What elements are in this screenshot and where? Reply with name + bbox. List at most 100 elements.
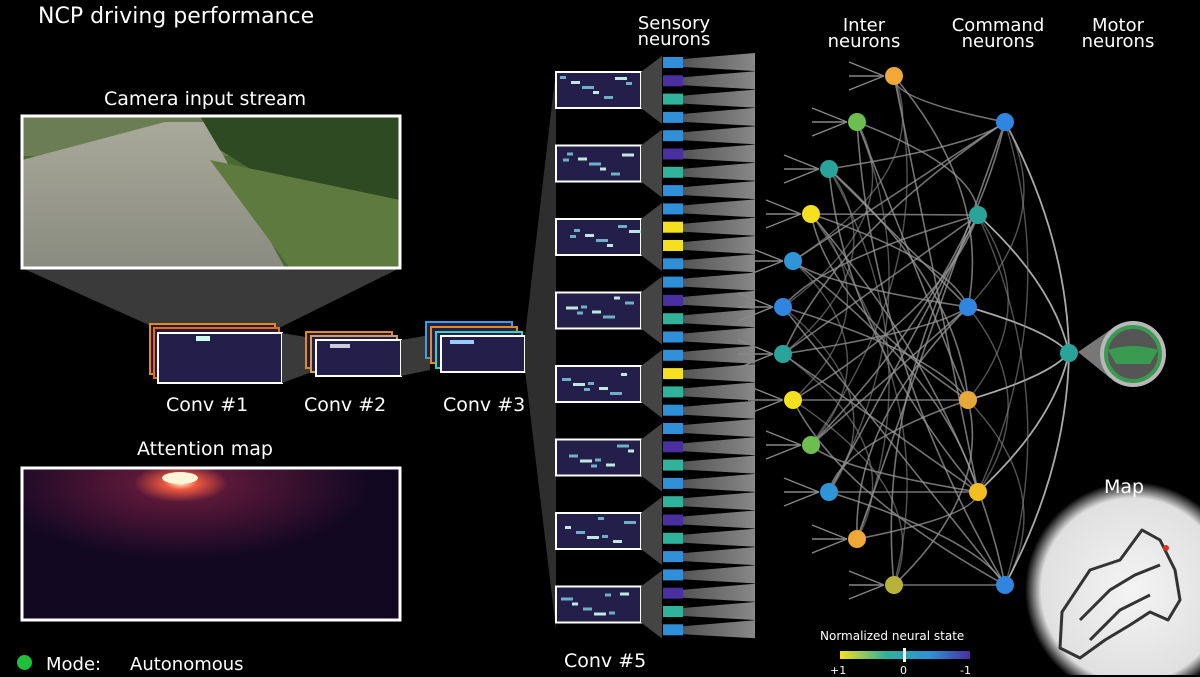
synapse bbox=[784, 155, 819, 169]
synapse bbox=[849, 571, 884, 585]
sensory-neuron bbox=[663, 112, 683, 123]
sensory-neuron bbox=[663, 130, 683, 141]
sensory-projection bbox=[683, 382, 755, 400]
inter-neuron bbox=[774, 345, 792, 363]
sensory-projection bbox=[683, 401, 755, 419]
inter-header: Inter neurons bbox=[826, 18, 902, 50]
synapse bbox=[894, 76, 978, 492]
synapse bbox=[766, 200, 801, 214]
synapse bbox=[968, 353, 1069, 400]
inter-neuron bbox=[885, 67, 903, 85]
colorbar bbox=[840, 648, 970, 662]
sensory-neuron bbox=[663, 606, 683, 617]
conv5-funnel bbox=[641, 277, 662, 345]
mode-label: Mode: bbox=[46, 654, 101, 675]
command-neuron bbox=[969, 206, 987, 224]
sensory-projection bbox=[683, 71, 755, 89]
sensory-projection bbox=[683, 437, 755, 455]
sensory-neuron bbox=[663, 75, 683, 86]
camera-label: Camera input stream bbox=[104, 88, 306, 110]
inter-neuron bbox=[820, 160, 838, 178]
sensory-projection bbox=[683, 108, 755, 126]
sensory-neuron bbox=[663, 533, 683, 544]
conv2-stack bbox=[306, 332, 401, 376]
synapse bbox=[849, 76, 884, 90]
sensory-projection bbox=[683, 529, 755, 547]
sensory-neuron bbox=[663, 185, 683, 196]
inter-neuron bbox=[784, 252, 802, 270]
command-neuron bbox=[996, 113, 1014, 131]
sensory-projection bbox=[683, 181, 755, 199]
sensory-neuron bbox=[663, 350, 683, 361]
map-label: Map bbox=[1104, 476, 1144, 498]
conv3-stack bbox=[426, 322, 525, 372]
conv1-label: Conv #1 bbox=[166, 394, 248, 416]
sensory-projection bbox=[683, 163, 755, 181]
synapse bbox=[812, 122, 847, 136]
conv5-funnel bbox=[641, 130, 662, 198]
colorbar-tick-zero: 0 bbox=[900, 664, 907, 677]
synapse bbox=[766, 445, 801, 459]
sensory-neuron bbox=[663, 368, 683, 379]
inter-neuron bbox=[802, 205, 820, 223]
sensory-projection bbox=[683, 364, 755, 382]
synapse bbox=[849, 62, 884, 76]
sensory-neuron bbox=[663, 313, 683, 324]
sensory-neuron bbox=[663, 277, 683, 288]
sensory-projection bbox=[683, 620, 755, 638]
synapse bbox=[812, 525, 847, 539]
inter-neuron bbox=[774, 298, 792, 316]
synapse bbox=[766, 431, 801, 445]
inter-neuron bbox=[784, 391, 802, 409]
sensory-projection bbox=[683, 126, 755, 144]
sensory-neuron bbox=[663, 405, 683, 416]
sensory-neuron bbox=[663, 149, 683, 160]
conv5-funnel bbox=[641, 424, 662, 492]
synapse bbox=[811, 214, 978, 215]
motor-neuron bbox=[1060, 344, 1078, 362]
sensory-neuron bbox=[663, 258, 683, 269]
mode-value: Autonomous bbox=[130, 654, 244, 675]
sensory-projection bbox=[683, 273, 755, 291]
conv5-map bbox=[556, 219, 641, 255]
track-map bbox=[1025, 482, 1200, 675]
sensory-projection bbox=[683, 474, 755, 492]
colorbar-tick-plus: +1 bbox=[830, 664, 846, 677]
sensory-neuron bbox=[663, 423, 683, 434]
synapse bbox=[849, 585, 884, 599]
synapse bbox=[812, 539, 847, 553]
command-header: Command neurons bbox=[944, 18, 1052, 50]
sensory-projection bbox=[683, 53, 755, 71]
sensory-neuron bbox=[663, 551, 683, 562]
synapse bbox=[784, 169, 819, 183]
conv5-funnel bbox=[641, 203, 662, 271]
inter-neuron bbox=[885, 576, 903, 594]
sensory-projection bbox=[683, 456, 755, 474]
sensory-projection bbox=[683, 254, 755, 272]
sensory-neuron bbox=[663, 588, 683, 599]
sensory-neuron bbox=[663, 222, 683, 233]
command-neuron bbox=[969, 483, 987, 501]
inter-neuron bbox=[848, 113, 866, 131]
mode-indicator bbox=[17, 655, 32, 670]
sensory-projection bbox=[683, 419, 755, 437]
conv5-funnel bbox=[641, 350, 662, 418]
synapse bbox=[812, 108, 847, 122]
synapse bbox=[784, 492, 819, 506]
sensory-header: Sensory neurons bbox=[632, 16, 716, 48]
synapse bbox=[784, 478, 819, 492]
synapse bbox=[829, 215, 978, 492]
steering-wheel-icon bbox=[1078, 321, 1166, 387]
synapse bbox=[766, 214, 801, 228]
conv5-funnel bbox=[641, 571, 662, 639]
camera-frame bbox=[22, 116, 400, 268]
sensory-projection bbox=[683, 291, 755, 309]
sensory-projection bbox=[683, 236, 755, 254]
conv3-label: Conv #3 bbox=[443, 394, 525, 416]
sensory-neuron bbox=[663, 57, 683, 68]
sensory-neuron bbox=[663, 295, 683, 306]
conv5-funnel bbox=[641, 497, 662, 565]
command-neuron bbox=[959, 391, 977, 409]
synapse bbox=[783, 215, 978, 307]
sensory-neuron bbox=[663, 624, 683, 635]
